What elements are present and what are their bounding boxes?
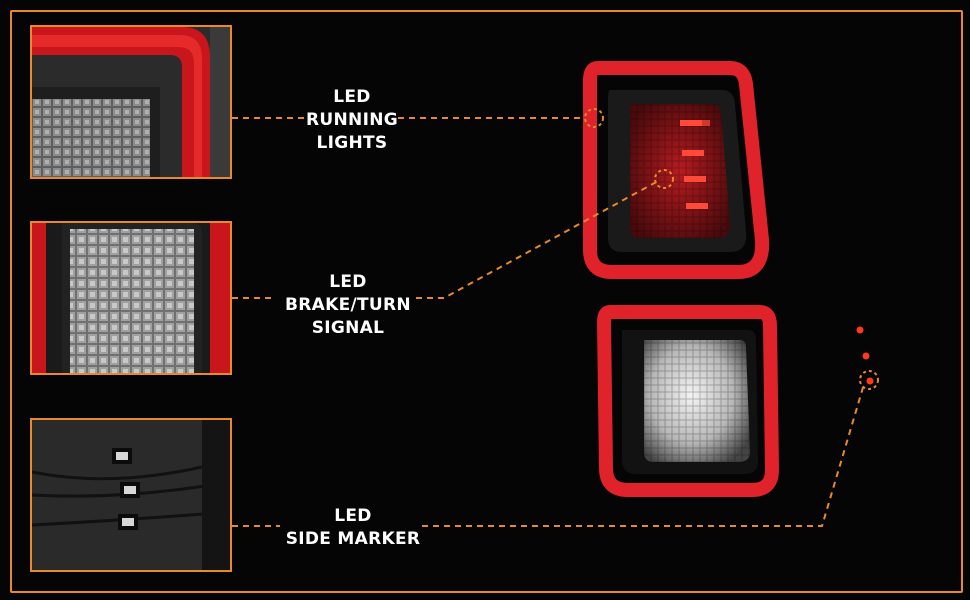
lower-lamp-red-ring [596,305,780,497]
brake-label-line-2: BRAKE/TURN [285,295,411,315]
brake-turn-closeup-image [30,221,232,375]
running-lights-label: LED RUNNING LIGHTS [300,86,404,155]
callout-marker-right [422,383,865,527]
marker-label-line-1: LED [334,506,372,526]
side-marker-leds [856,326,874,385]
callout-brake-right [416,179,661,299]
outer-frame [10,10,963,593]
marker-label-line-2: SIDE MARKER [285,529,421,549]
brake-label-line-3: SIGNAL [311,318,385,338]
running-light-closeup-image [30,25,232,179]
side-marker-label: LED SIDE MARKER [280,505,426,551]
upper-lamp-red-ring [583,61,770,279]
running-label-line-1: LED [333,87,371,107]
running-label-line-3: LIGHTS [316,133,388,153]
brake-label-line-1: LED [329,272,367,292]
marker-callout-circle [859,370,879,390]
side-marker-closeup-image [30,418,232,572]
running-callout-circle [584,108,604,128]
brake-turn-label: LED BRAKE/TURN SIGNAL [276,271,420,340]
brake-callout-circle [654,169,674,189]
running-label-line-2: RUNNING [306,110,398,130]
